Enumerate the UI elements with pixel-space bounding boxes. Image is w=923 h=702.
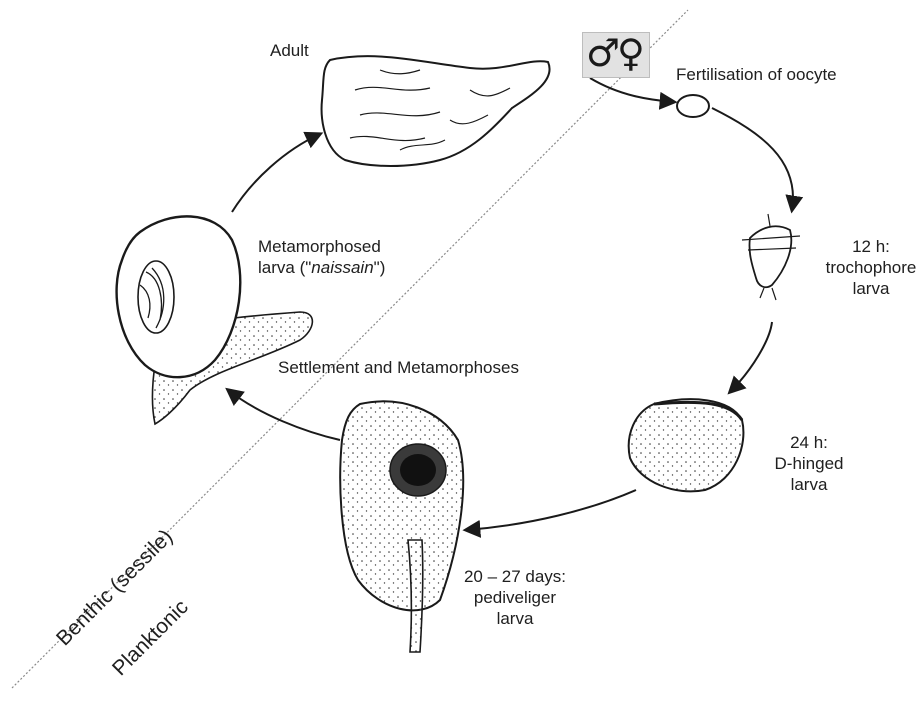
oocyte-drawing: [677, 95, 709, 117]
arrow-fertilisation-to-oocyte: [590, 78, 674, 102]
d-hinged-name-line1: D-hinged: [772, 453, 846, 474]
arrow-oocyte-to-trochophore: [712, 108, 793, 210]
trochophore-name-line2: larva: [825, 278, 917, 299]
settlement-label: Settlement and Metamorphoses: [278, 357, 519, 378]
arrow-metamorphosed-to-adult: [232, 134, 320, 212]
metamorphosed-line2: larva ("naissain"): [258, 257, 385, 278]
adult-oyster-drawing: [322, 56, 550, 166]
d-hinged-label: 24 h: D-hinged larva: [772, 432, 846, 495]
fertilisation-label: Fertilisation of oocyte: [676, 64, 837, 85]
sex-symbols-box: ♂ ♀: [582, 32, 650, 78]
trochophore-label: 12 h: trochophore larva: [825, 236, 917, 299]
pediveliger-name-line1: pediveliger: [450, 587, 580, 608]
pediveliger-label: 20 – 27 days: pediveliger larva: [450, 566, 580, 629]
trochophore-larva-drawing: [742, 214, 800, 300]
arrow-trochophore-to-d-hinged: [730, 322, 772, 392]
adult-label: Adult: [270, 40, 309, 61]
metamorphosed-label: Metamorphosed larva ("naissain"): [258, 236, 385, 278]
d-hinged-time: 24 h:: [772, 432, 846, 453]
metamorphosed-suffix: "): [374, 258, 386, 277]
d-hinged-larva-drawing: [629, 399, 744, 491]
male-symbol-icon: ♂: [586, 31, 620, 75]
pediveliger-larva-drawing: [340, 401, 463, 652]
metamorphosed-italic: naissain: [311, 258, 373, 277]
metamorphosed-prefix: larva (": [258, 258, 311, 277]
pediveliger-time: 20 – 27 days:: [450, 566, 580, 587]
trochophore-time: 12 h:: [825, 236, 917, 257]
trochophore-name-line1: trochophore: [825, 257, 917, 278]
female-symbol-icon: ♀: [617, 31, 645, 75]
d-hinged-name-line2: larva: [772, 474, 846, 495]
pediveliger-name-line2: larva: [450, 608, 580, 629]
arrow-d-hinged-to-pediveliger: [466, 490, 636, 530]
metamorphosed-line1: Metamorphosed: [258, 236, 385, 257]
